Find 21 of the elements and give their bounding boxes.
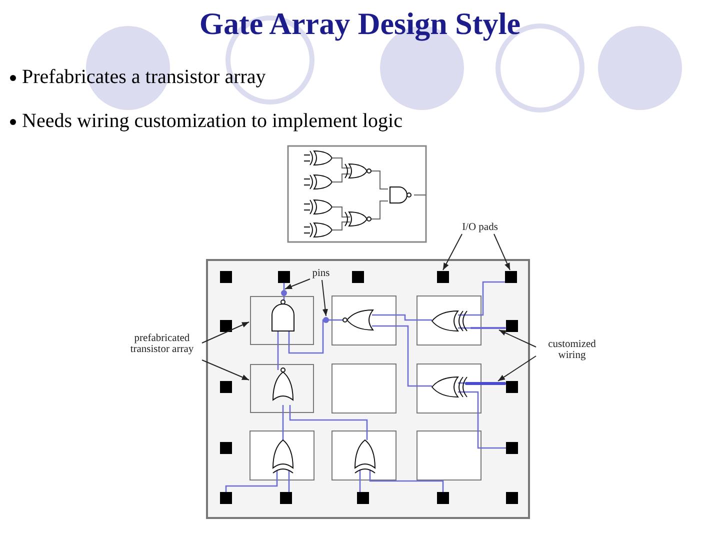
callout-label: prefabricated transistor array xyxy=(122,333,202,355)
leader-line xyxy=(322,280,328,316)
transistor-cell xyxy=(250,364,314,413)
callout-label: I/O pads xyxy=(452,222,508,233)
leader-line xyxy=(442,234,462,270)
title: Gate Array Design Style xyxy=(198,6,522,42)
bullet-text: Needs wiring customization to implement logic xyxy=(22,110,402,133)
wire xyxy=(470,327,506,329)
callout-label: pins xyxy=(306,268,336,279)
leader-line xyxy=(202,360,250,380)
wire xyxy=(465,382,506,385)
io-pad xyxy=(437,271,449,283)
transistor-cell xyxy=(250,296,314,345)
leader-line xyxy=(494,234,510,270)
bullet-text: Prefabricates a transistor array xyxy=(22,66,266,89)
io-pad xyxy=(505,271,517,283)
leader-line xyxy=(202,322,250,344)
leader-line xyxy=(498,330,536,348)
leader-line xyxy=(284,278,310,290)
leader-line xyxy=(498,356,536,382)
callout-label: customized wiring xyxy=(536,339,608,361)
